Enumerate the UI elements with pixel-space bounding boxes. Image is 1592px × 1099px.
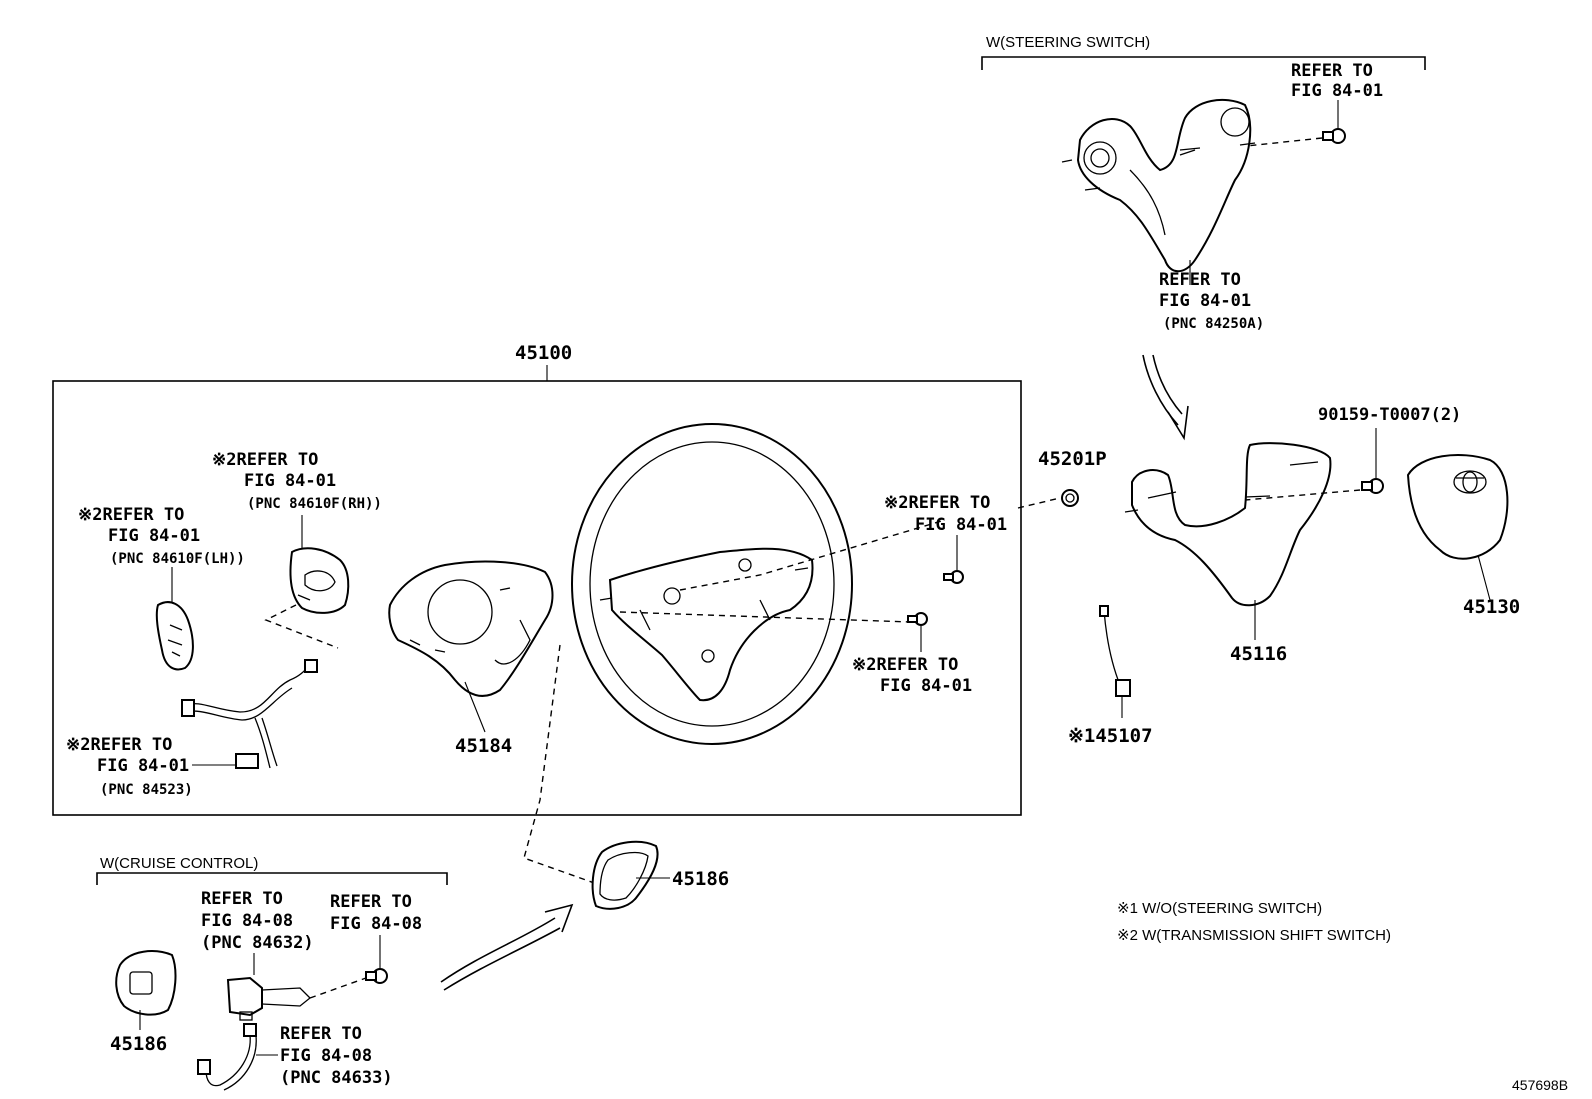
harness-icon [181, 659, 318, 769]
90159-dashed [1244, 489, 1361, 501]
sw-top-ref-line2: FIG 84-01 [1291, 81, 1383, 101]
bolt-icon-lower [907, 612, 928, 626]
part-45186-cruise: 45186 [110, 1033, 167, 1055]
bolt-upper-ref-line2: FIG 84-01 [915, 515, 1007, 535]
part-90159: 90159-T0007(2) [1318, 405, 1461, 425]
cruise-wire-ref-line2: FIG 84-08 [280, 1046, 372, 1066]
wheel-dashed-upper [679, 519, 946, 591]
cruise-switch-icon [226, 976, 311, 1021]
flow-arrow-bottom [440, 903, 574, 991]
harness-ref-line3: (PNC 84523) [100, 782, 193, 798]
wire-icon [1099, 605, 1131, 697]
sw-bottom-ref-line3: (PNC 84250A) [1163, 316, 1264, 332]
cruise-wire-ref-line3: (PNC 84633) [280, 1068, 393, 1088]
airbag-icon [1406, 454, 1509, 560]
part-45130: 45130 [1463, 596, 1520, 618]
screw-icon-90159 [1361, 478, 1384, 494]
45130-leader [1477, 554, 1491, 601]
part-45186-main: 45186 [672, 868, 729, 890]
trim-bezel-icon [591, 840, 659, 910]
harness-ref-line1: ※2REFER TO [66, 735, 172, 755]
bolt-lower-ref-line2: FIG 84-01 [880, 676, 972, 696]
rh-dashed [264, 604, 339, 649]
lh-ref-line3: (PNC 84610F(LH)) [110, 551, 245, 567]
assembly-number: 45100 [515, 342, 572, 364]
steering-switch-group: W(STEERING SWITCH) REFER TO FIG 84-01 RE… [981, 34, 1426, 332]
sw-bottom-ref-line1: REFER TO [1159, 270, 1241, 290]
rh-ref-line2: FIG 84-01 [244, 471, 336, 491]
45201p-dashed [1017, 497, 1061, 509]
screw-icon-cruise [365, 968, 388, 984]
part-45184: 45184 [455, 735, 512, 757]
sw-top-ref-line1: REFER TO [1291, 61, 1373, 81]
harness-ref-line2: FIG 84-01 [97, 756, 189, 776]
screw-icon [1322, 128, 1346, 144]
cruise-switch-ref-line3: (PNC 84632) [201, 933, 314, 953]
part-45116: 45116 [1230, 643, 1287, 665]
assembly-frame [52, 380, 1022, 816]
cruise-cover-icon [115, 950, 177, 1016]
bolt-icon [943, 570, 964, 584]
rh-ref-line1: ※2REFER TO [212, 450, 318, 470]
cruise-control-group-label: W(CRUISE CONTROL) [100, 855, 258, 872]
cruise-dashed [309, 977, 367, 999]
cover-to-45186-dashed [523, 644, 601, 886]
wheel-dashed-lower [619, 611, 911, 623]
cruise-switch-ref-line2: FIG 84-08 [201, 911, 293, 931]
steering-cover-icon [1124, 442, 1332, 607]
sw-bottom-ref-line2: FIG 84-01 [1159, 291, 1251, 311]
steering-switch-bracket [981, 56, 1426, 70]
45184-leader [464, 681, 486, 733]
rh-ref-line3: (PNC 84610F(RH)) [247, 496, 382, 512]
rh-switch-icon [289, 547, 350, 614]
steering-switch-group-label: W(STEERING SWITCH) [986, 34, 1150, 51]
clip-icon [1061, 489, 1079, 507]
cruise-switch-ref-line1: REFER TO [201, 889, 283, 909]
steering-wheel-icon [571, 423, 853, 745]
flow-arrow-top [1142, 354, 1189, 441]
part-45107: ※145107 [1068, 725, 1153, 747]
cruise-screw-ref-line2: FIG 84-08 [330, 914, 422, 934]
bolt-upper-ref-line1: ※2REFER TO [884, 493, 990, 513]
lower-cover-icon [388, 560, 554, 697]
cruise-control-bracket [96, 872, 448, 885]
note-2: ※2 W(TRANSMISSION SHIFT SWITCH) [1117, 927, 1391, 944]
cruise-wire-icon [197, 1023, 257, 1091]
note-1: ※1 W/O(STEERING SWITCH) [1117, 900, 1322, 917]
cruise-screw-ref-line1: REFER TO [330, 892, 412, 912]
lh-ref-line1: ※2REFER TO [78, 505, 184, 525]
bolt-lower-ref-line1: ※2REFER TO [852, 655, 958, 675]
figure-id: 457698B [1512, 1077, 1568, 1093]
lh-switch-icon [155, 601, 194, 671]
lh-ref-line2: FIG 84-01 [108, 526, 200, 546]
steering-pad-switch-icon [1061, 98, 1256, 273]
part-45201p: 45201P [1038, 448, 1107, 470]
cruise-wire-ref-line1: REFER TO [280, 1024, 362, 1044]
